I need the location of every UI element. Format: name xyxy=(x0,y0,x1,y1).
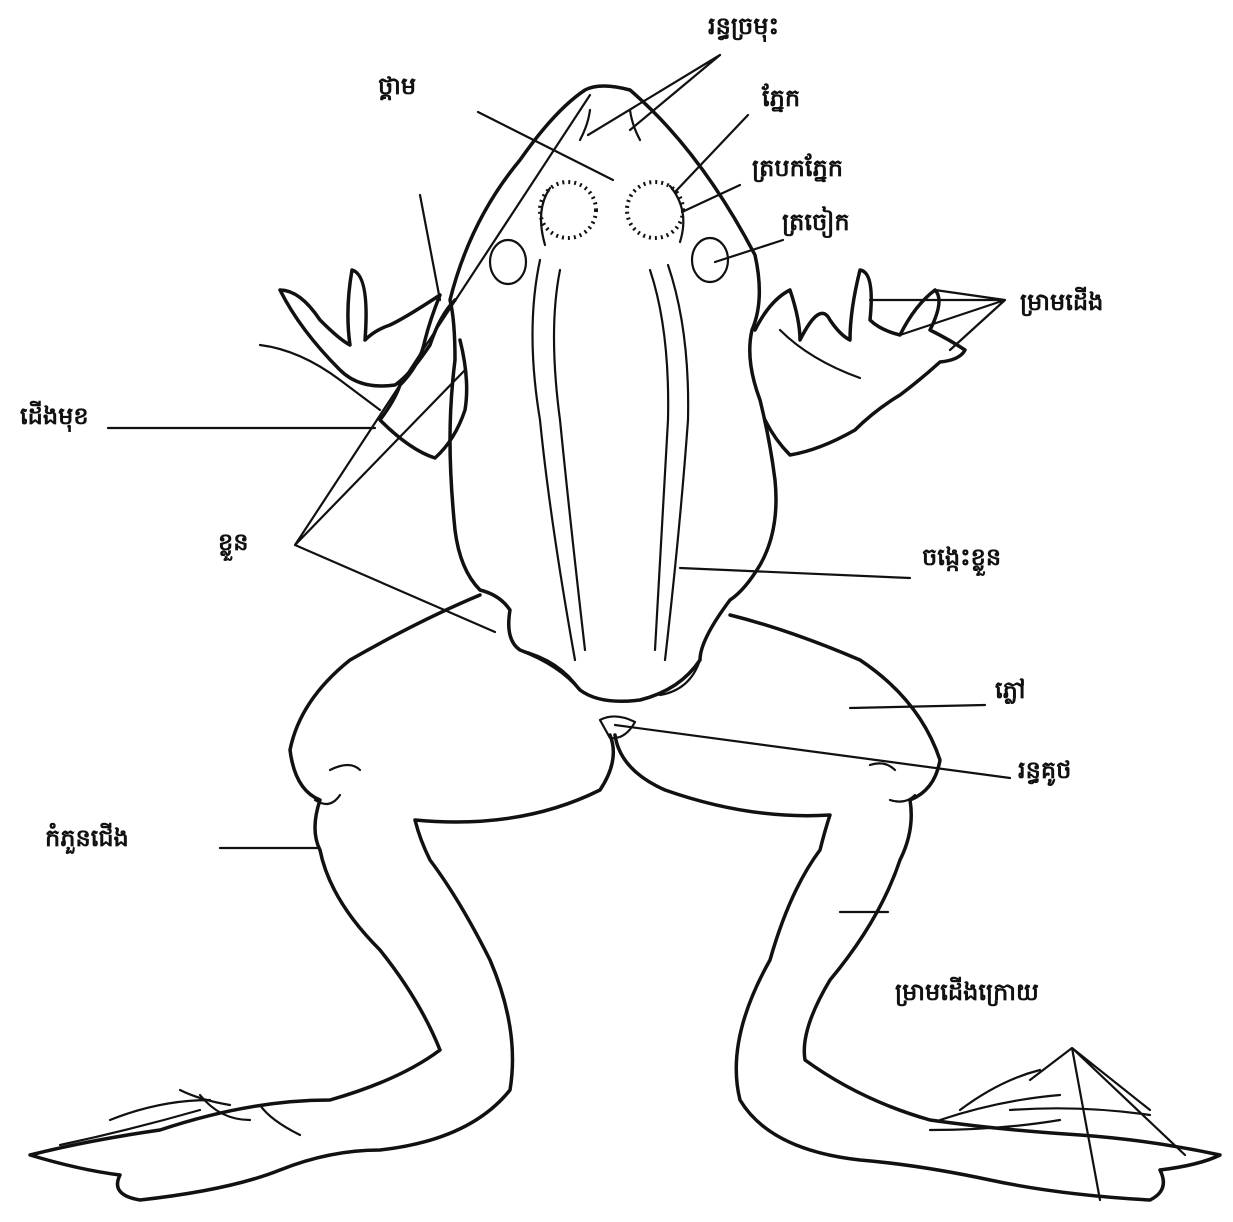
hindleg-left xyxy=(30,595,613,1200)
label-shank: កំភួនជើង xyxy=(45,826,129,850)
label-body: ខ្លួន xyxy=(218,530,248,554)
leader-eyelid xyxy=(682,185,740,212)
label-forelimb: ដើងមុខ xyxy=(20,404,89,428)
dorsal-fold-left-2 xyxy=(554,270,585,650)
label-cloaca: រន្ធគូថ xyxy=(1018,758,1071,782)
label-side: ចង្កេះខ្លួន xyxy=(922,545,1001,569)
hindfoot-left-toes xyxy=(60,1090,300,1145)
leader-forefoot xyxy=(870,290,1005,350)
eyelid-right xyxy=(670,186,683,242)
label-snout: ថ្គាម xyxy=(378,74,416,98)
leader-body xyxy=(295,95,590,632)
label-thigh: ភ្លៅ xyxy=(995,678,1025,702)
eyelid-left xyxy=(541,188,550,245)
label-hind-toes: ម្រាមដើងក្រោយ xyxy=(895,980,1039,1004)
hindfoot-right-toes xyxy=(930,1070,1150,1130)
hindleg-right-knee xyxy=(870,763,915,801)
hindleg-left-knee xyxy=(315,765,360,804)
label-eardrum: ត្រចៀក xyxy=(782,210,850,234)
eardrum-left xyxy=(490,240,526,284)
forelimb-right xyxy=(755,270,965,455)
label-forefoot-toes: ម្រាមដើង xyxy=(1020,290,1103,314)
label-eye: ភ្នែក xyxy=(762,86,800,110)
leader-nostrils xyxy=(588,55,720,135)
label-eyelid: ត្របកភ្នែក xyxy=(752,156,843,180)
label-nostrils: រន្ធច្រមុះ xyxy=(708,14,779,38)
dorsal-fold-right xyxy=(665,265,688,660)
head-body-outline xyxy=(450,86,776,701)
leader-thigh xyxy=(850,705,985,708)
leader-snout xyxy=(478,112,613,180)
leader-cloaca xyxy=(615,725,1010,778)
dorsal-fold-right-2 xyxy=(650,270,668,650)
leader-side xyxy=(680,568,910,578)
forefoot-left-palm xyxy=(260,345,380,410)
